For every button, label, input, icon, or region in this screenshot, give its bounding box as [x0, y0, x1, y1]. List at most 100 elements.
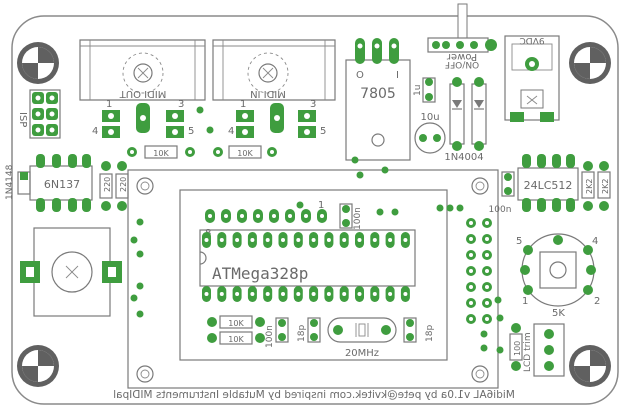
via	[136, 218, 144, 226]
lcd-pad-drill	[469, 221, 473, 225]
via	[130, 236, 138, 244]
power-switch	[427, 3, 497, 53]
cap-18p-a	[307, 317, 321, 343]
resistor-10k-a-label: 10K	[153, 149, 169, 158]
isp-header	[29, 89, 61, 139]
eeprom-label: 24LC512	[524, 179, 573, 192]
via	[196, 106, 204, 114]
mcu-pad-drill	[311, 238, 316, 242]
board-outline	[11, 15, 619, 405]
resistor-10k-d	[207, 331, 265, 345]
mounting-hole-bottom-left	[17, 345, 59, 387]
midi-in-pads	[236, 103, 316, 138]
via	[446, 204, 454, 212]
mcu-pad-drill	[265, 238, 270, 242]
mcu-pad-drill	[311, 292, 316, 296]
rotary-encoder	[520, 233, 596, 307]
via	[496, 314, 504, 322]
resistor-220-a	[99, 161, 113, 211]
lcd-outline-outer	[127, 169, 499, 389]
mcu-pad-drill	[342, 292, 347, 296]
mcu-pad-drill	[372, 238, 377, 242]
lcd-pad-drill	[469, 237, 473, 241]
via	[496, 346, 504, 354]
mcu-pad-drill	[296, 292, 301, 296]
resistor-220-a-label: 220	[103, 177, 112, 192]
crystal-20mhz	[327, 317, 397, 343]
lcd-screw-tl	[136, 177, 154, 195]
mcu-pad-drill	[219, 238, 224, 242]
lcd-trim-pot	[533, 323, 565, 377]
midi-out-pin4: 4	[92, 126, 98, 137]
resistor-2k2-b-label: 2K2	[601, 179, 610, 194]
regulator-7805	[345, 38, 411, 161]
resistor-10k-c	[207, 315, 265, 329]
resistor-100	[509, 323, 523, 371]
mcu-pad-drill	[281, 292, 285, 296]
lcd-pad-drill	[469, 285, 473, 289]
cap-18p-b-label: 18p	[425, 325, 435, 342]
midi-in-pin5: 5	[320, 126, 326, 137]
mcu-pad-drill	[235, 292, 240, 296]
via	[356, 171, 364, 179]
resistor-10k-b-label: 10K	[237, 149, 253, 158]
mcu-pad-drill	[342, 238, 347, 242]
resistor-10k-d-label: 10K	[228, 335, 244, 344]
via	[436, 204, 444, 212]
lcd-screw-tr	[471, 177, 489, 195]
mcu-label: ATMega328p	[212, 264, 308, 283]
resistor-10k-b	[213, 145, 277, 159]
resistor-220-b	[115, 161, 129, 211]
lcd-pad-drill	[485, 237, 489, 241]
lcd-header-right	[466, 218, 492, 324]
mcu-pins-top	[202, 232, 410, 248]
mcu-pad-drill	[250, 238, 255, 242]
midi-in-pin3: 3	[310, 99, 316, 110]
mcu-pad-drill	[357, 292, 362, 296]
cap-18p-b	[403, 317, 417, 343]
via	[391, 208, 399, 216]
regulator-o: O	[356, 70, 364, 81]
via	[480, 344, 488, 352]
via	[376, 208, 384, 216]
lcd-pad-drill	[485, 317, 489, 321]
resistor-220-b-label: 220	[119, 177, 128, 192]
midi-out-jack	[79, 39, 206, 101]
mcu-pad-drill	[403, 292, 408, 296]
via	[136, 282, 144, 290]
midi-out-label: MIDI OUT	[119, 88, 167, 99]
cap-100n-top-label: 100n	[489, 205, 512, 215]
mcu-pad-drill	[388, 238, 393, 242]
power-label: Power	[446, 51, 477, 62]
cap-100n-mid-label: 100n	[353, 207, 363, 230]
mcu-pad-drill	[204, 292, 209, 296]
lcd-outline-inner	[179, 189, 448, 361]
mcu-atmega328p	[199, 229, 416, 287]
mcu-pad-drill	[204, 238, 209, 242]
via	[136, 310, 144, 318]
diode-1n4004-label: 1N4004	[444, 152, 483, 163]
resistor-10k-c-label: 10K	[228, 319, 244, 328]
eeprom-24lc512	[517, 154, 579, 212]
mcu-pad-drill	[281, 238, 285, 242]
midi-in-jack	[212, 39, 336, 101]
midi-out-pin5: 5	[188, 126, 194, 137]
footer-credit: Midi6AL v1.0a by pete@kvitek.com inspire…	[113, 389, 515, 401]
crystal-label: 20MHz	[345, 348, 379, 359]
mounting-hole-top-right	[569, 42, 611, 84]
lcd-pad-drill	[485, 301, 489, 305]
mcu-pad-drill	[296, 238, 301, 242]
mounting-hole-top-left	[17, 42, 59, 84]
mcu-pad-drill	[326, 238, 331, 242]
diode-1n4148	[17, 171, 31, 195]
via	[480, 330, 488, 338]
via	[351, 156, 359, 164]
power-onoff: ON/OFF	[445, 59, 479, 69]
header-pad-drill	[304, 214, 308, 218]
via	[130, 294, 138, 302]
header-pad-drill	[272, 214, 276, 218]
cap-18p-a-label: 18p	[297, 325, 307, 342]
resistor-2k2-a	[581, 161, 595, 211]
cap-1u	[422, 77, 436, 103]
